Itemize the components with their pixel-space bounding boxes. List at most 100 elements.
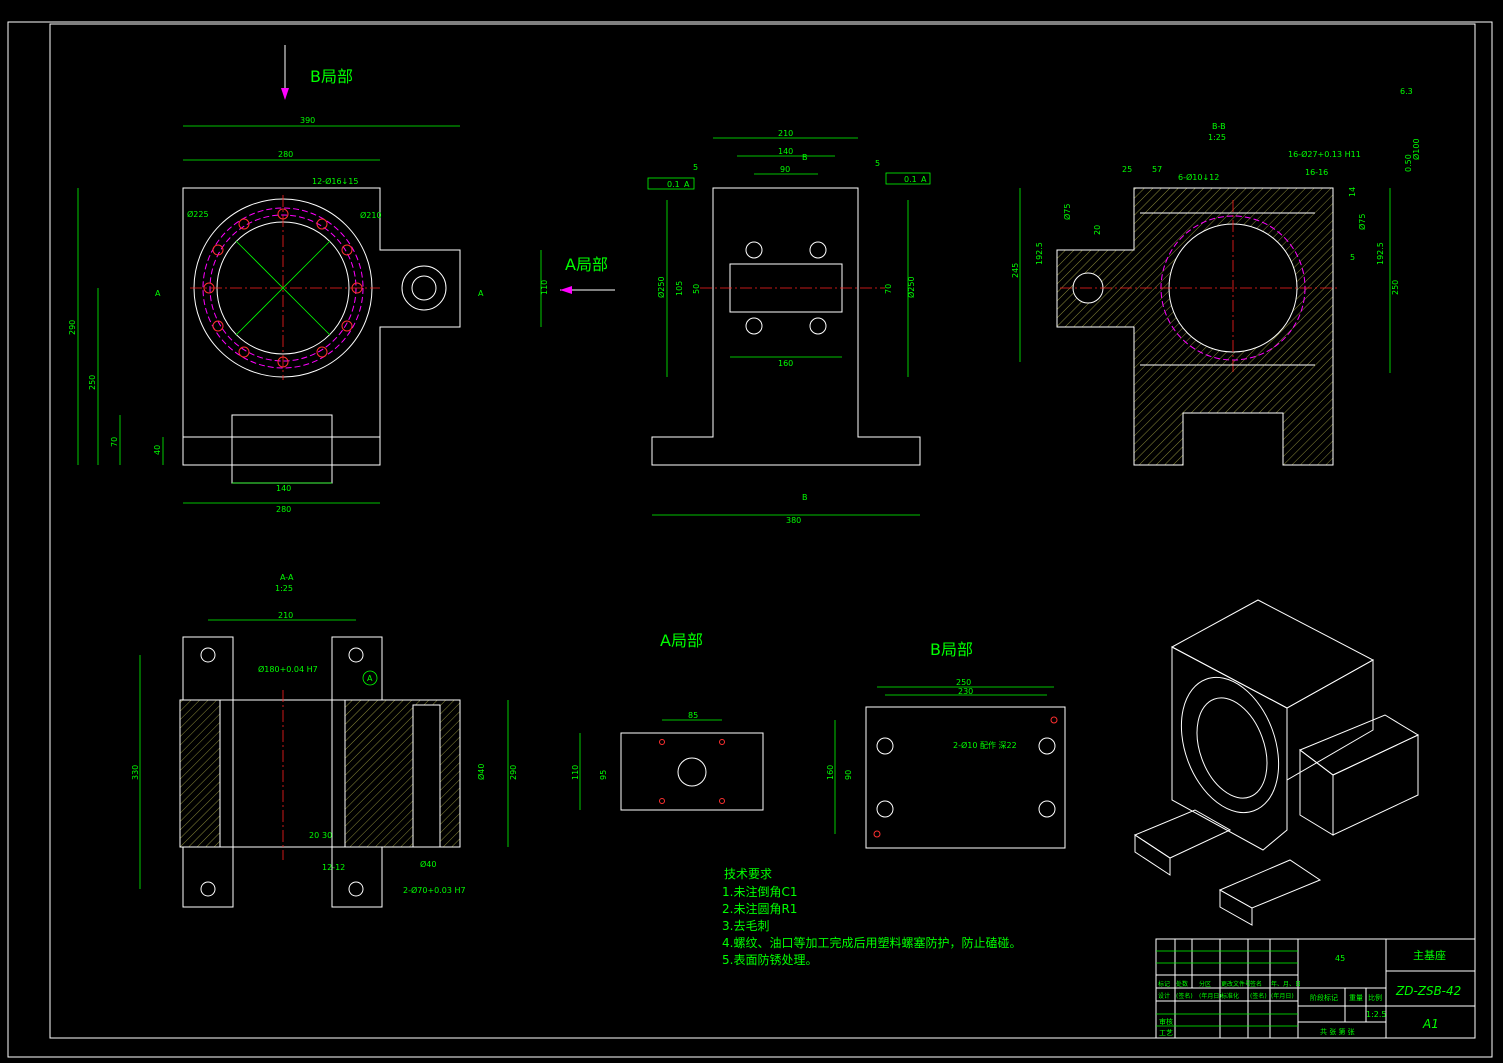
- dimension-text: 5: [693, 163, 698, 172]
- dimension-text: 380: [786, 516, 801, 525]
- dimension-text: 192.5: [1035, 242, 1044, 265]
- dimension-text: B-B: [1212, 122, 1226, 131]
- dimension-text: 250: [1391, 280, 1400, 295]
- dimension-text: Ø40: [476, 764, 486, 780]
- dimension-text: 110: [540, 280, 549, 295]
- dimension-text: 20: [309, 831, 319, 840]
- dimension-text: 更改文件号: [1221, 980, 1251, 988]
- dimension-text: 标准化: [1221, 992, 1239, 1000]
- dimension-text: 14: [1348, 187, 1357, 197]
- dimension-text: 设计: [1158, 992, 1170, 1000]
- dimension-text: 70: [884, 284, 893, 294]
- dimension-text: 390: [300, 116, 315, 125]
- b-local-view: B局部 250 230 160 90 2-Ø10 配作 深22: [826, 640, 1066, 849]
- top-view: B局部 390 280 12-Ø16↓15 Ø225 Ø210 290 250 …: [68, 45, 615, 514]
- dimension-text: 共 张 第 张: [1320, 1027, 1355, 1036]
- dimension-text: 105: [675, 281, 684, 296]
- dimension-text: 标记: [1158, 980, 1170, 988]
- dimension-text: 16-Ø27+0.13 H11: [1288, 149, 1361, 159]
- isometric-view: [1133, 599, 1420, 926]
- dimension-text: 110: [571, 765, 580, 780]
- dimension-text: A1: [1422, 1017, 1439, 1031]
- dimension-text: 5: [1350, 253, 1355, 262]
- dimension-text: Ø210: [360, 210, 382, 220]
- dimension-text: Ø250: [656, 276, 666, 298]
- dimension-text: Ø40: [420, 859, 436, 869]
- dimension-text: (年月日): [1199, 992, 1222, 1000]
- dimension-text: 2-Ø10 配作 深22: [953, 740, 1017, 750]
- inner-border: [49, 23, 1476, 1039]
- dimension-text: 140: [276, 484, 291, 493]
- dimension-text: Ø225: [187, 209, 209, 219]
- dimension-text: Ø75: [1062, 204, 1072, 220]
- view-label: A局部: [565, 255, 608, 274]
- dimension-text: 160: [778, 359, 793, 368]
- dimension-text: 年、月、日: [1271, 980, 1301, 988]
- dimension-text: 重量: [1349, 994, 1363, 1002]
- dimension-text: 技术要求: [724, 867, 772, 881]
- dimension-text: 290: [509, 765, 518, 780]
- dimension-text: 280: [276, 505, 291, 514]
- dimension-text: 2.未注圆角R1: [722, 901, 797, 916]
- dimension-text: 0.50: [1404, 154, 1413, 172]
- dimension-text: 主基座: [1413, 948, 1446, 962]
- dimension-text: 290: [68, 320, 77, 335]
- dimension-text: 245: [1011, 263, 1020, 278]
- dimension-text: 30: [322, 831, 332, 840]
- dimension-text: 20: [1093, 225, 1102, 235]
- dimension-text: 160: [826, 765, 835, 780]
- dimension-text: 210: [278, 611, 293, 620]
- dimension-text: 210: [778, 129, 793, 138]
- dimension-text: (签名): [1176, 992, 1193, 1000]
- dimension-text: 0.1: [667, 180, 680, 189]
- dimension-text: 140: [778, 147, 793, 156]
- dimension-text: 12-Ø16↓15: [312, 176, 358, 186]
- a-local-view: A局部 85 110 95: [571, 631, 764, 811]
- dimension-text: 分区: [1199, 980, 1211, 988]
- dimension-text: 4.螺纹、油口等加工完成后用塑料螺塞防护，防止磕碰。: [722, 935, 1021, 950]
- dimension-text: Ø250: [906, 276, 916, 298]
- dimension-text: Ø180+0.04 H7: [258, 664, 318, 674]
- dimension-text: 阶段标记: [1310, 993, 1338, 1002]
- dimension-text: (年月日): [1271, 992, 1294, 1000]
- dimension-text: A: [155, 289, 161, 298]
- dimension-text: B: [802, 153, 808, 162]
- dimension-text: 250: [956, 678, 971, 687]
- dimension-text: 192.5: [1376, 242, 1385, 265]
- dimension-text: 40: [153, 445, 162, 455]
- dimension-text: (签名): [1250, 992, 1267, 1000]
- dimension-text: 处数: [1176, 980, 1188, 988]
- dimension-text: 6-Ø10↓12: [1178, 172, 1219, 182]
- section-a-a: A-A 1:25 210 Ø180+0.04 H7 330 290 12-12 Ø…: [131, 573, 518, 908]
- dimension-text: 工艺: [1159, 1029, 1173, 1037]
- dimension-text: 57: [1152, 165, 1162, 174]
- dimension-text: 3.去毛刺: [722, 919, 769, 933]
- dimension-text: 250: [88, 375, 97, 390]
- dimension-text: 审核: [1159, 1017, 1173, 1026]
- dimension-text: 1:2.5: [1366, 1010, 1387, 1019]
- dimension-text: 95: [599, 770, 608, 780]
- dimension-text: 1.未注倒角C1: [722, 884, 797, 899]
- technical-requirements: 技术要求 1.未注倒角C1 2.未注圆角R1 3.去毛刺 4.螺纹、油口等加工完…: [722, 867, 1021, 967]
- dimension-text: 签名: [1250, 980, 1262, 988]
- dimension-text: 0.1: [904, 175, 917, 184]
- dimension-text: 330: [131, 765, 140, 780]
- dimension-text: 90: [780, 165, 790, 174]
- dimension-text: A-A: [280, 573, 294, 582]
- roughness-symbol: 6.3: [1400, 87, 1413, 96]
- outer-border: [7, 21, 1493, 1058]
- dimension-text: 5.表面防锈处理。: [722, 952, 817, 967]
- dimension-text: 85: [688, 711, 698, 720]
- dimension-text: A: [921, 175, 927, 184]
- dimension-text: 12-12: [322, 863, 345, 872]
- dimension-text: 1:25: [1208, 133, 1226, 142]
- dimension-text: 70: [110, 437, 119, 447]
- dimension-text: 1:25: [275, 584, 293, 593]
- title-block: 45 主基座 ZD-ZSB-42 A1 标记 处数 分区 更改文件号 签名 年、…: [1155, 938, 1476, 1039]
- dimension-text: 16-16: [1305, 168, 1328, 177]
- dimension-text: A: [478, 289, 484, 298]
